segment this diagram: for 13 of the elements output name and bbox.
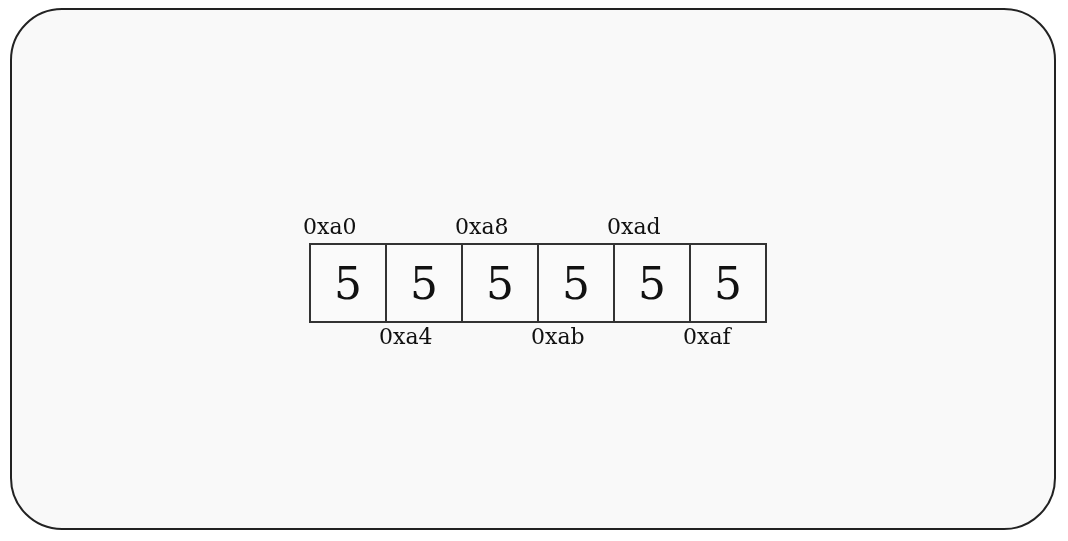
address-label: 0xab bbox=[531, 325, 585, 349]
address-label: 0xa4 bbox=[379, 325, 433, 349]
array-cell: 5 bbox=[309, 243, 387, 323]
address-label: 0xaf bbox=[683, 325, 731, 349]
array-cell: 5 bbox=[461, 243, 539, 323]
array-cell: 5 bbox=[613, 243, 691, 323]
array-cell: 5 bbox=[689, 243, 767, 323]
address-label: 0xa8 bbox=[455, 215, 509, 239]
rounded-frame bbox=[10, 8, 1056, 530]
array-cell: 5 bbox=[537, 243, 615, 323]
address-label: 0xad bbox=[607, 215, 661, 239]
array-cell: 5 bbox=[385, 243, 463, 323]
address-label: 0xa0 bbox=[303, 215, 357, 239]
